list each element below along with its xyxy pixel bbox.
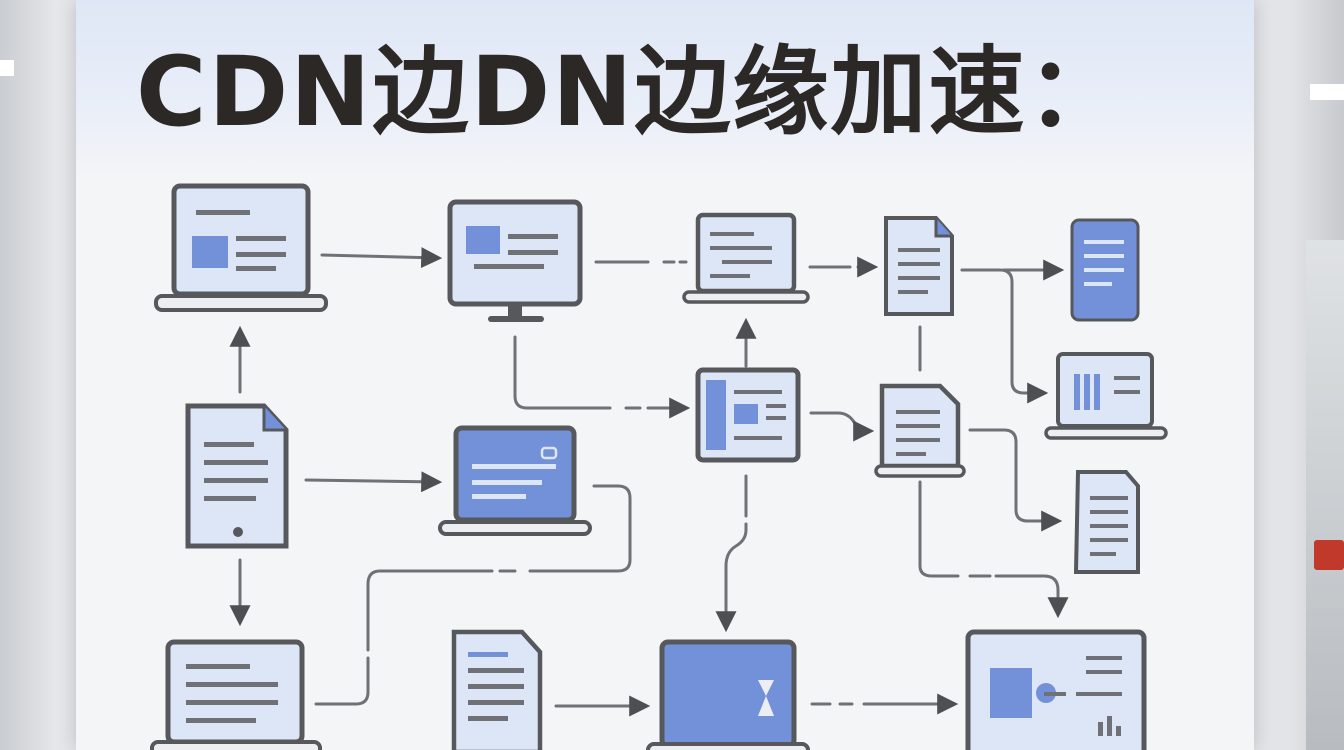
arrow-laptop-center-right-to-monitor-bottom bbox=[918, 480, 1058, 614]
ceiling-light bbox=[1310, 84, 1344, 100]
laptop-right bbox=[1044, 352, 1168, 440]
connectors bbox=[229, 247, 1063, 706]
arrow-doc-to-laptop-right bbox=[960, 268, 1049, 404]
arrow-phone-to-laptop-center-left bbox=[304, 471, 443, 493]
background-object bbox=[1314, 540, 1344, 570]
monitor-center bbox=[695, 367, 801, 463]
arrow-laptop-center-right-to-phone-right bbox=[968, 428, 1063, 532]
arrow-monitor-center-to-laptop-bottom bbox=[726, 474, 748, 628]
document-bottom bbox=[451, 629, 543, 750]
laptop-top-middle bbox=[682, 212, 810, 304]
page-title: CDN边DN边缘加速： bbox=[136, 36, 1125, 148]
laptop-center-right bbox=[874, 383, 966, 478]
background-room bbox=[1306, 240, 1344, 750]
laptop-bottom-left bbox=[150, 639, 322, 750]
phone-right bbox=[1073, 470, 1140, 574]
document-top bbox=[884, 216, 954, 316]
title-band bbox=[76, 0, 1254, 178]
arrow-monitor1-to-monitor-center bbox=[513, 335, 686, 408]
arrow-monitor-center-to-laptop-center-right bbox=[809, 411, 875, 442]
ceiling-light bbox=[0, 60, 14, 76]
phone-left bbox=[185, 403, 289, 549]
line-laptop-center-left-to-bottom-left bbox=[314, 484, 632, 706]
laptop-bottom-middle bbox=[646, 639, 810, 750]
laptop-center-left bbox=[438, 425, 592, 536]
laptop-top-left bbox=[154, 183, 328, 312]
arrow-laptop1-to-monitor1 bbox=[320, 247, 443, 269]
monitor-bottom-right bbox=[965, 629, 1147, 750]
tablet-top-right bbox=[1070, 218, 1140, 322]
monitor-top bbox=[447, 199, 583, 322]
